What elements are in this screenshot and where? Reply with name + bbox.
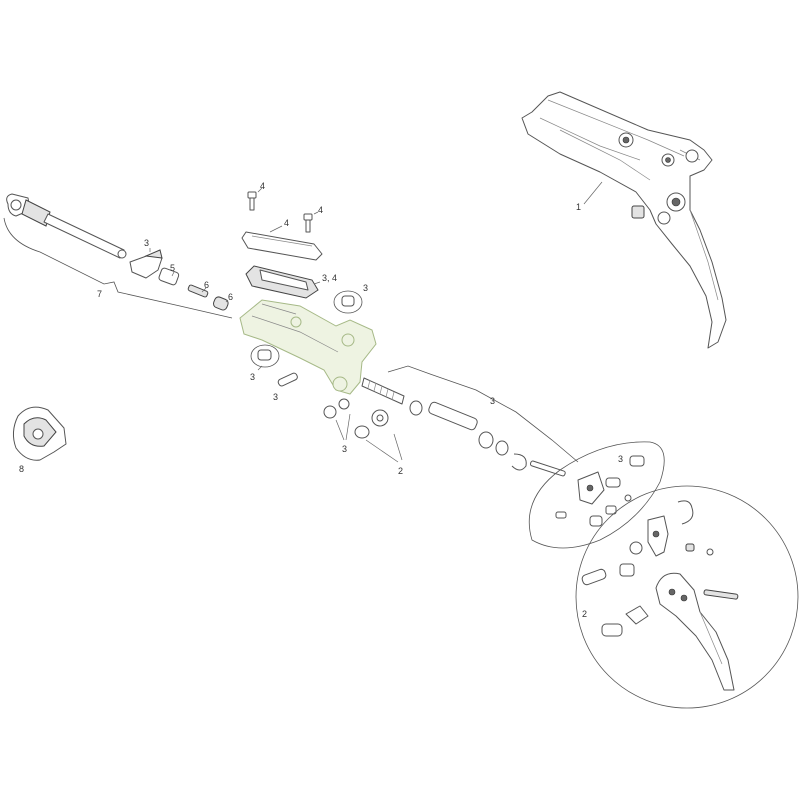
callout-7: 7 xyxy=(97,289,102,299)
leader-2-washers xyxy=(365,433,403,463)
callout-3-hose: 3 xyxy=(144,238,149,248)
reservoir-cover-parts xyxy=(241,191,323,299)
callout-3-piston: 3 xyxy=(490,396,495,406)
callout-6a: 6 xyxy=(204,280,209,290)
leader-5 xyxy=(171,271,175,277)
side-plug-ring xyxy=(250,344,280,368)
callout-2-blade: 2 xyxy=(582,609,587,619)
bleed-port-screw xyxy=(341,295,355,307)
lever-assembly xyxy=(521,91,727,349)
callout-3-washers: 3 xyxy=(342,444,347,454)
callout-6b: 6 xyxy=(228,292,233,302)
callout-3-small: 3 xyxy=(618,454,623,464)
hose-fittings xyxy=(129,249,229,311)
callout-4c: 4 xyxy=(318,205,323,215)
leader-3-plug xyxy=(257,365,263,371)
leader-4c xyxy=(313,211,319,215)
piston-group-bracket xyxy=(387,365,579,463)
leader-4b xyxy=(269,225,283,233)
piston-parts xyxy=(323,377,566,477)
leader-1 xyxy=(583,181,603,205)
bleed-port-ring xyxy=(333,290,363,314)
lever-blade-group xyxy=(575,485,799,709)
pivot-pin xyxy=(277,372,298,387)
hose-assembly xyxy=(3,193,233,319)
leader-3-4 xyxy=(313,281,321,285)
callout-4a: 4 xyxy=(260,181,265,191)
callout-8: 8 xyxy=(19,464,24,474)
leader-6a xyxy=(201,287,207,293)
clamp xyxy=(12,406,67,461)
master-cylinder-body[interactable] xyxy=(239,299,377,395)
callout-2-washers: 2 xyxy=(398,466,403,476)
callout-4b: 4 xyxy=(284,218,289,228)
leader-4a xyxy=(257,187,263,193)
small-parts-group xyxy=(528,441,665,549)
leader-6b xyxy=(225,299,229,303)
callout-3-plug: 3 xyxy=(250,372,255,382)
callout-3-pin: 3 xyxy=(273,392,278,402)
callout-5: 5 xyxy=(170,263,175,273)
callout-3-4: 3, 4 xyxy=(322,273,337,283)
callout-3-bleed: 3 xyxy=(363,283,368,293)
side-plug xyxy=(257,349,272,361)
callout-1: 1 xyxy=(576,202,581,212)
leader-3-washers xyxy=(335,413,351,441)
